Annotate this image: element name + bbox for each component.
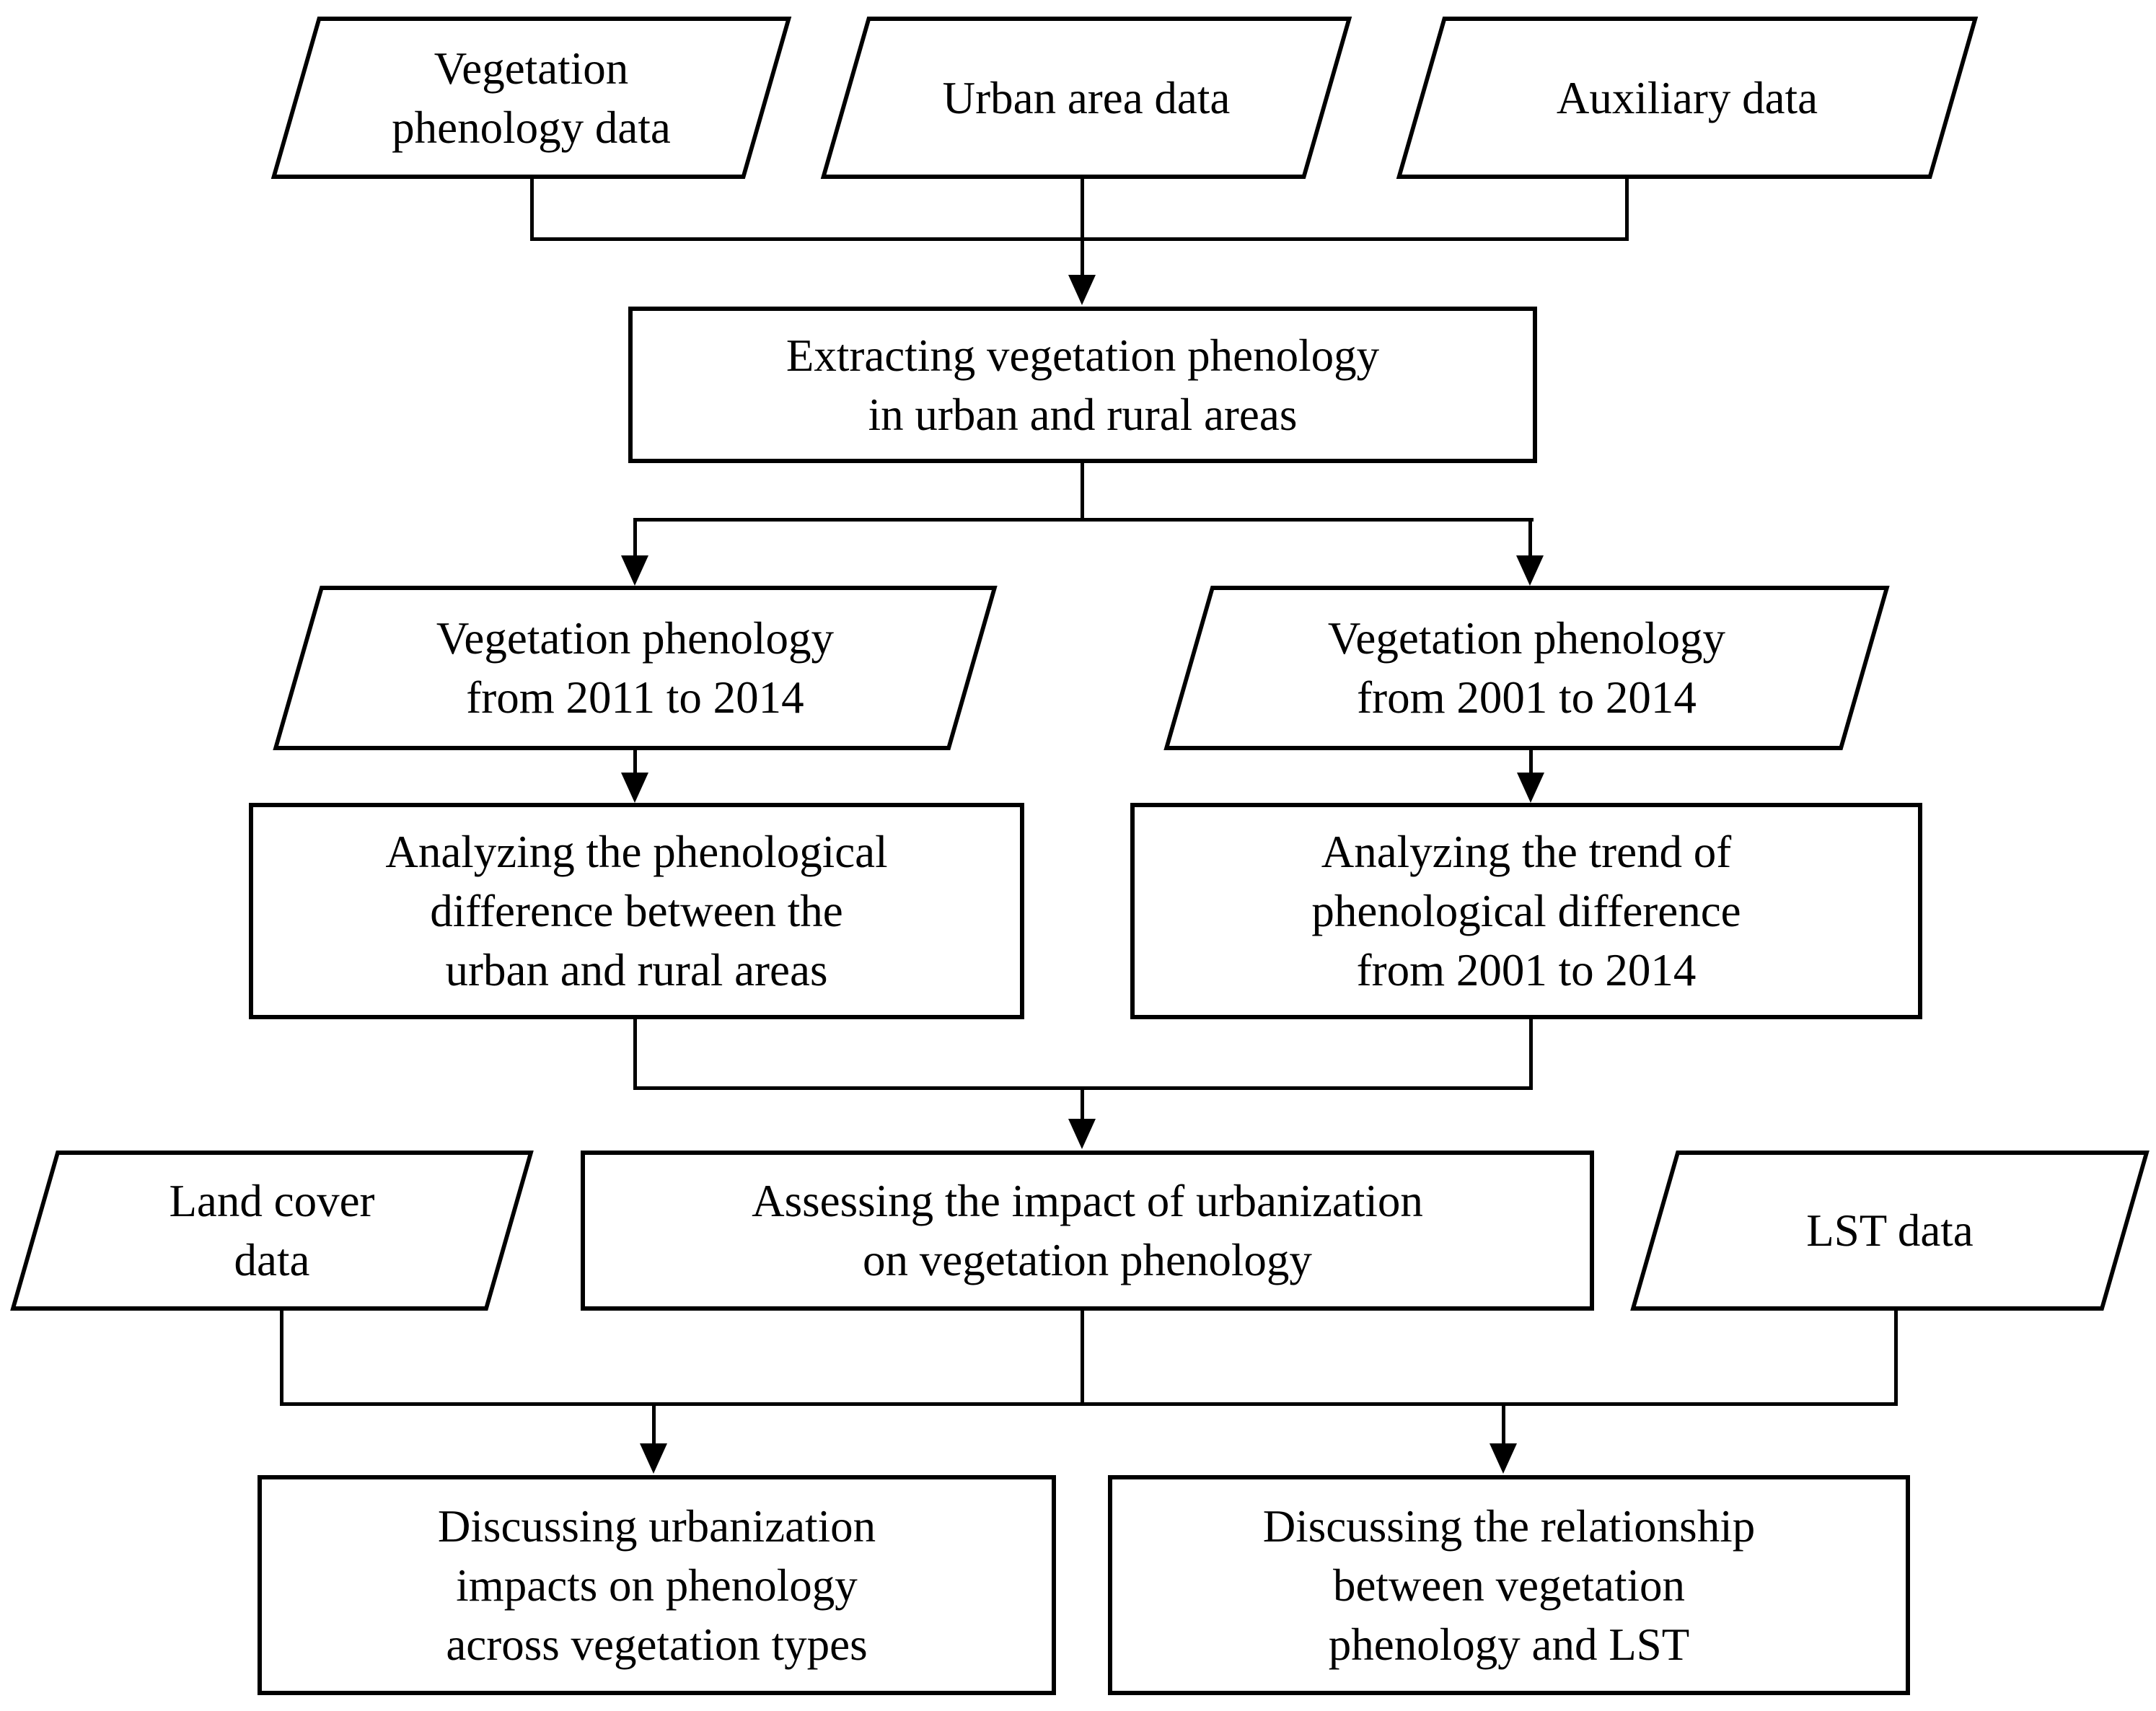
connector-extracting-down xyxy=(1081,462,1084,521)
connector-auxiliary-down xyxy=(1625,177,1629,241)
node-discussing-vegetation-types: Discussing urbanization impacts on pheno… xyxy=(258,1475,1056,1695)
node-label: Land cover data xyxy=(169,1176,375,1285)
node-assessing-impact: Assessing the impact of urbanization on … xyxy=(581,1151,1594,1311)
connector-bottom-bus xyxy=(280,1402,1898,1406)
arrow-down-icon xyxy=(1516,555,1544,586)
node-label: Vegetation phenology from 2011 to 2014 xyxy=(436,613,835,723)
connector-lst-down xyxy=(1894,1309,1898,1404)
connector-veg-data-down xyxy=(530,177,534,241)
node-label: Extracting vegetation phenology in urban… xyxy=(786,330,1380,440)
connector-split-right-down xyxy=(1528,518,1532,564)
connector-analyzing-right-down xyxy=(1529,1019,1533,1090)
connector-land-cover-down xyxy=(280,1309,283,1404)
node-label: Vegetation phenology data xyxy=(392,43,671,153)
connector-split-bus xyxy=(633,518,1534,522)
connector-top-bus xyxy=(530,237,1629,241)
connector-split-left-down xyxy=(633,518,637,564)
node-discussing-lst-relationship: Discussing the relationship between vege… xyxy=(1108,1475,1910,1695)
node-analyzing-difference: Analyzing the phenological difference be… xyxy=(249,803,1024,1019)
arrow-down-icon xyxy=(1517,773,1544,803)
arrow-down-icon xyxy=(1068,275,1096,305)
connector-discuss-right-down xyxy=(1502,1402,1505,1451)
node-label: Analyzing the trend of phenological diff… xyxy=(1311,827,1741,995)
connector-assessing-down xyxy=(1081,1309,1084,1404)
node-phenology-2001-2014: Vegetation phenology from 2001 to 2014 xyxy=(1163,586,1890,750)
arrow-down-icon xyxy=(640,1443,667,1474)
node-land-cover-data: Land cover data xyxy=(10,1151,534,1311)
arrow-down-icon xyxy=(1068,1119,1096,1149)
node-analyzing-trend: Analyzing the trend of phenological diff… xyxy=(1130,803,1922,1019)
connector-merge-down xyxy=(1081,1086,1084,1127)
node-auxiliary-data: Auxiliary data xyxy=(1396,17,1979,179)
node-label: Auxiliary data xyxy=(1556,72,1818,123)
connector-2001-down xyxy=(1529,749,1533,780)
node-label: Assessing the impact of urbanization on … xyxy=(752,1176,1423,1285)
connector-analyzing-left-down xyxy=(633,1019,637,1090)
node-label: Urban area data xyxy=(942,72,1231,123)
node-urban-area-data: Urban area data xyxy=(820,17,1352,179)
node-extracting-phenology: Extracting vegetation phenology in urban… xyxy=(628,307,1537,463)
node-vegetation-phenology-data: Vegetation phenology data xyxy=(270,17,792,179)
arrow-down-icon xyxy=(621,773,648,803)
node-label: Discussing the relationship between vege… xyxy=(1262,1500,1756,1670)
node-label: Analyzing the phenological difference be… xyxy=(385,827,888,995)
node-label: Vegetation phenology from 2001 to 2014 xyxy=(1327,613,1726,723)
node-phenology-2011-2014: Vegetation phenology from 2011 to 2014 xyxy=(273,586,998,750)
node-label: Discussing urbanization impacts on pheno… xyxy=(437,1500,876,1670)
node-label: LST data xyxy=(1806,1205,1974,1256)
connector-discuss-left-down xyxy=(652,1402,656,1451)
arrow-down-icon xyxy=(621,555,648,586)
connector-2011-down xyxy=(633,749,637,780)
connector-urban-down xyxy=(1081,177,1084,278)
node-lst-data: LST data xyxy=(1630,1151,2150,1311)
arrow-down-icon xyxy=(1490,1443,1517,1474)
